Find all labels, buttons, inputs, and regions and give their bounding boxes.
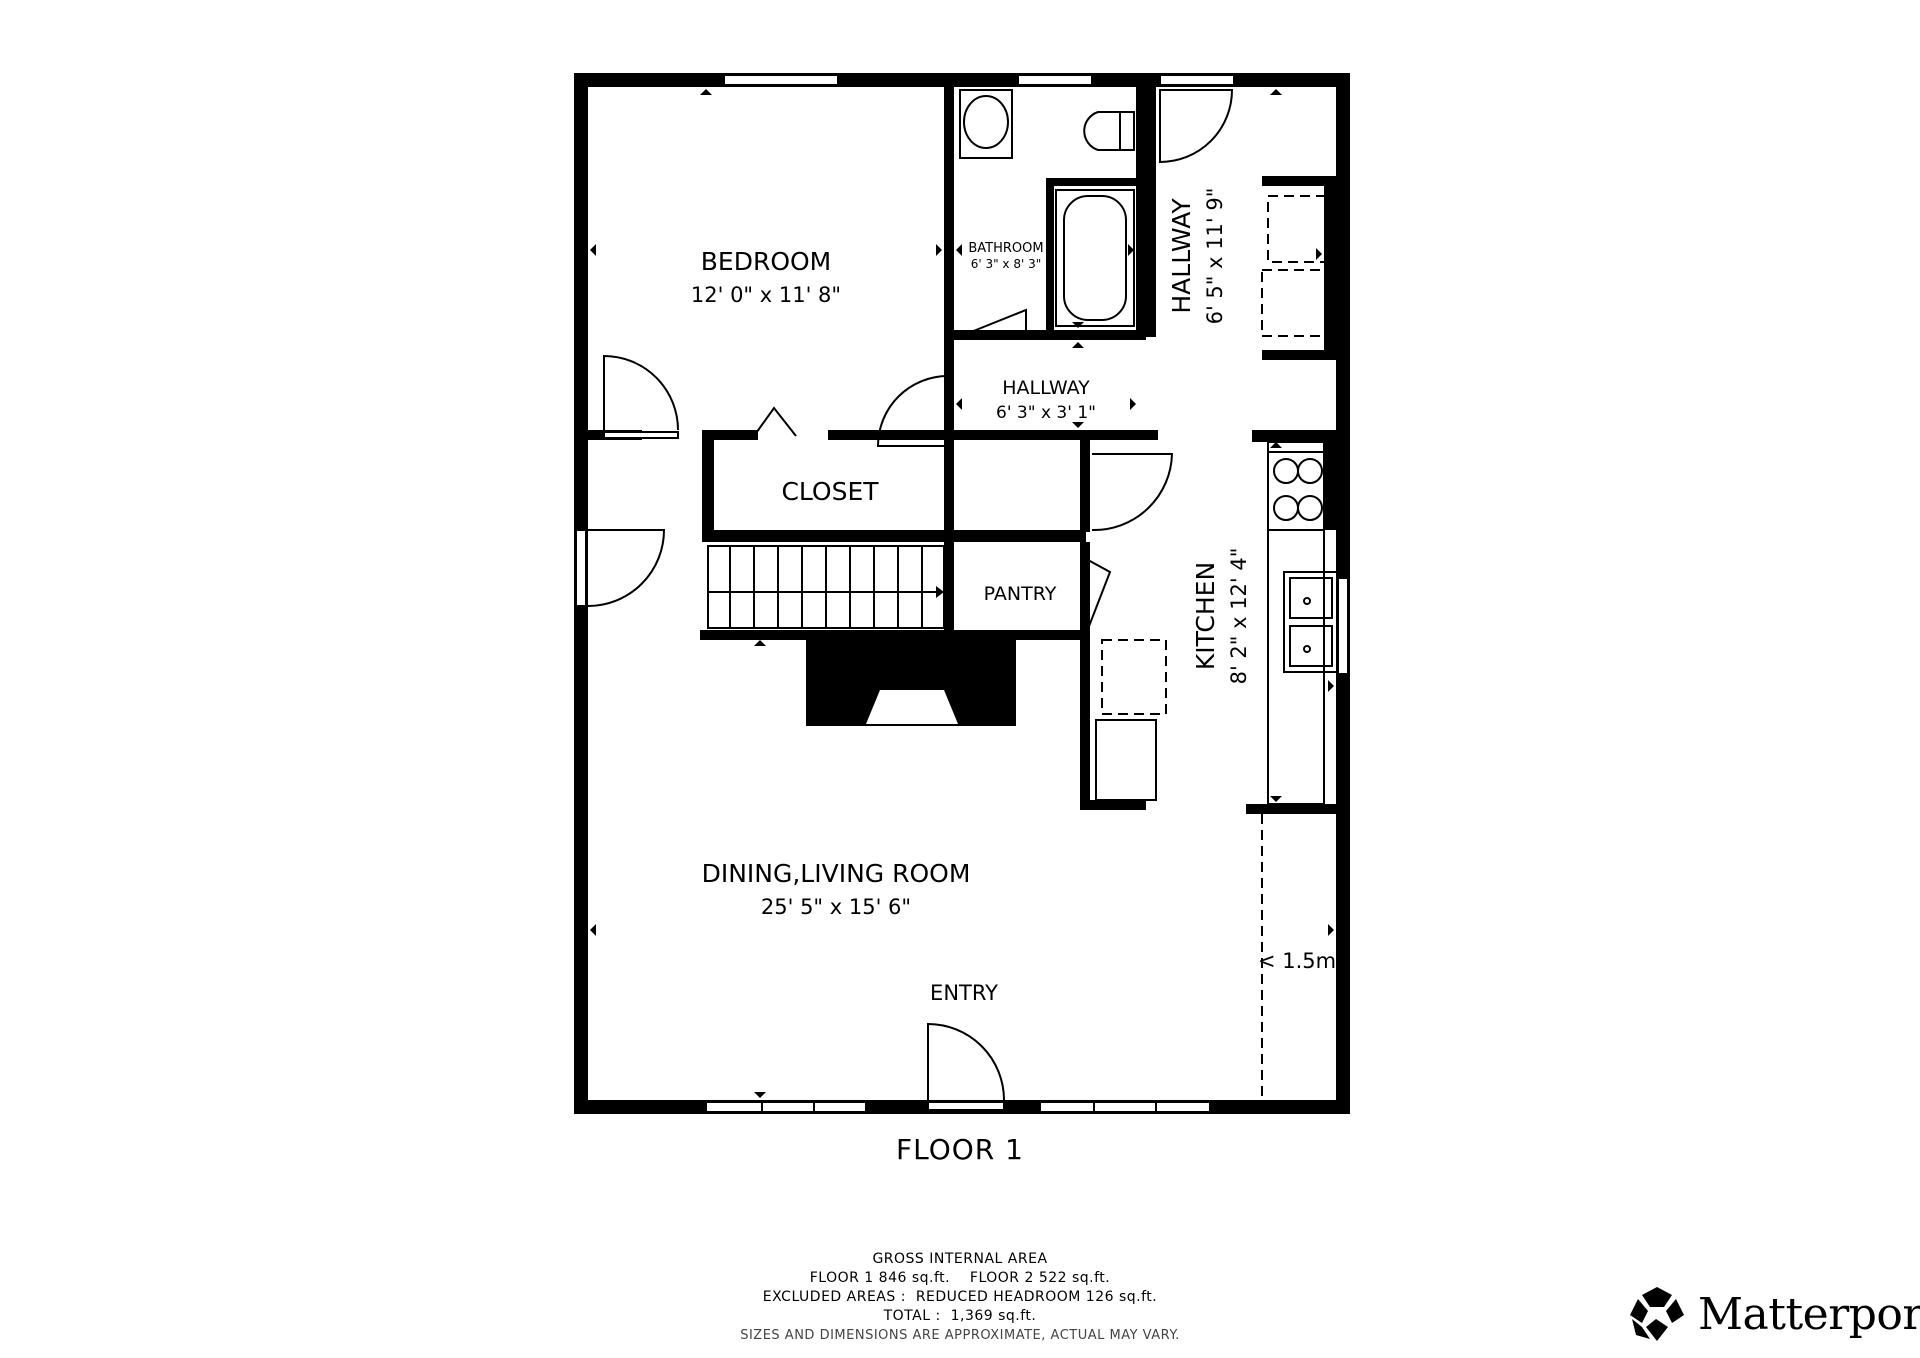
door-swing-hall-bedroom [876, 375, 949, 447]
stair-arrow-icon [936, 586, 944, 598]
floor-title: FLOOR 1 [896, 1133, 1024, 1166]
matterport-logo-icon [1630, 1287, 1684, 1341]
dining-living-name: DINING,LIVING ROOM [702, 859, 971, 888]
kitchen-fixtures [1095, 441, 1339, 805]
kitchen-sink-icon [1283, 571, 1339, 673]
toilet-icon [1119, 111, 1135, 151]
bedroom-dims: 12' 0" x 11' 8" [691, 283, 841, 307]
doors [587, 89, 1234, 1111]
area-disclaimer: SIZES AND DIMENSIONS ARE APPROXIMATE, AC… [740, 1328, 1180, 1343]
sink-icon [959, 89, 1013, 159]
room-labels: BEDROOM 12' 0" x 11' 8" BATHROOM 6' 3" x… [691, 188, 1336, 1005]
area-excluded: EXCLUDED AREAS : REDUCED HEADROOM 126 sq… [762, 1289, 1158, 1305]
entry-name: ENTRY [930, 981, 998, 1005]
door-swing-pantry [1085, 559, 1112, 635]
door-swing-bedroom [603, 354, 679, 431]
matterport-logo: Matterport [1628, 1285, 1920, 1343]
bathtub-icon [1055, 189, 1135, 327]
dimension-markers [590, 89, 1334, 1098]
area-total: TOTAL : 1,369 sq.ft. [883, 1308, 1037, 1324]
bathroom-fixtures [959, 89, 1135, 327]
area-summary: GROSS INTERNAL AREA FLOOR 1 846 sq.ft. F… [560, 1250, 1360, 1345]
windows [575, 74, 1349, 1113]
brand-name: Matterport [1698, 1288, 1920, 1340]
closet-name: CLOSET [781, 477, 879, 506]
small-hallway-name: HALLWAY [1002, 377, 1090, 399]
bathroom-dims: 6' 3" x 8' 3" [971, 257, 1042, 271]
door-swing-upper-hall [1159, 89, 1234, 164]
dining-living-dims: 25' 5" x 15' 6" [761, 895, 911, 919]
door-swing-living-side [587, 529, 666, 607]
upper-hallway-name: HALLWAY [1167, 198, 1196, 314]
door-swing-bath [965, 308, 1027, 335]
fireplace-icon [866, 690, 958, 724]
area-floors: FLOOR 1 846 sq.ft. FLOOR 2 522 sq.ft. [809, 1270, 1111, 1286]
bedroom-name: BEDROOM [701, 247, 832, 276]
pantry-name: PANTRY [984, 583, 1057, 605]
upper-hallway-dims: 6' 5" x 11' 9" [1203, 188, 1227, 325]
door-swing-bedroom-closet-bifold [753, 406, 797, 437]
bathroom-name: BATHROOM [968, 241, 1043, 256]
door-swing-entry [927, 1022, 1005, 1101]
interior-walls [588, 87, 1336, 814]
area-heading: GROSS INTERNAL AREA [872, 1251, 1048, 1267]
kitchen-dims: 8' 2" x 12' 4" [1227, 548, 1251, 685]
appliance-dashed [1101, 195, 1331, 1100]
kitchen-name: KITCHEN [1191, 562, 1220, 670]
staircase [707, 545, 945, 629]
stove-icon [1267, 451, 1325, 531]
reduced-headroom-label: < 1.5m [1258, 949, 1336, 973]
door-swing-closet-right [1091, 453, 1174, 532]
small-hallway-dims: 6' 3" x 3' 1" [996, 403, 1096, 423]
